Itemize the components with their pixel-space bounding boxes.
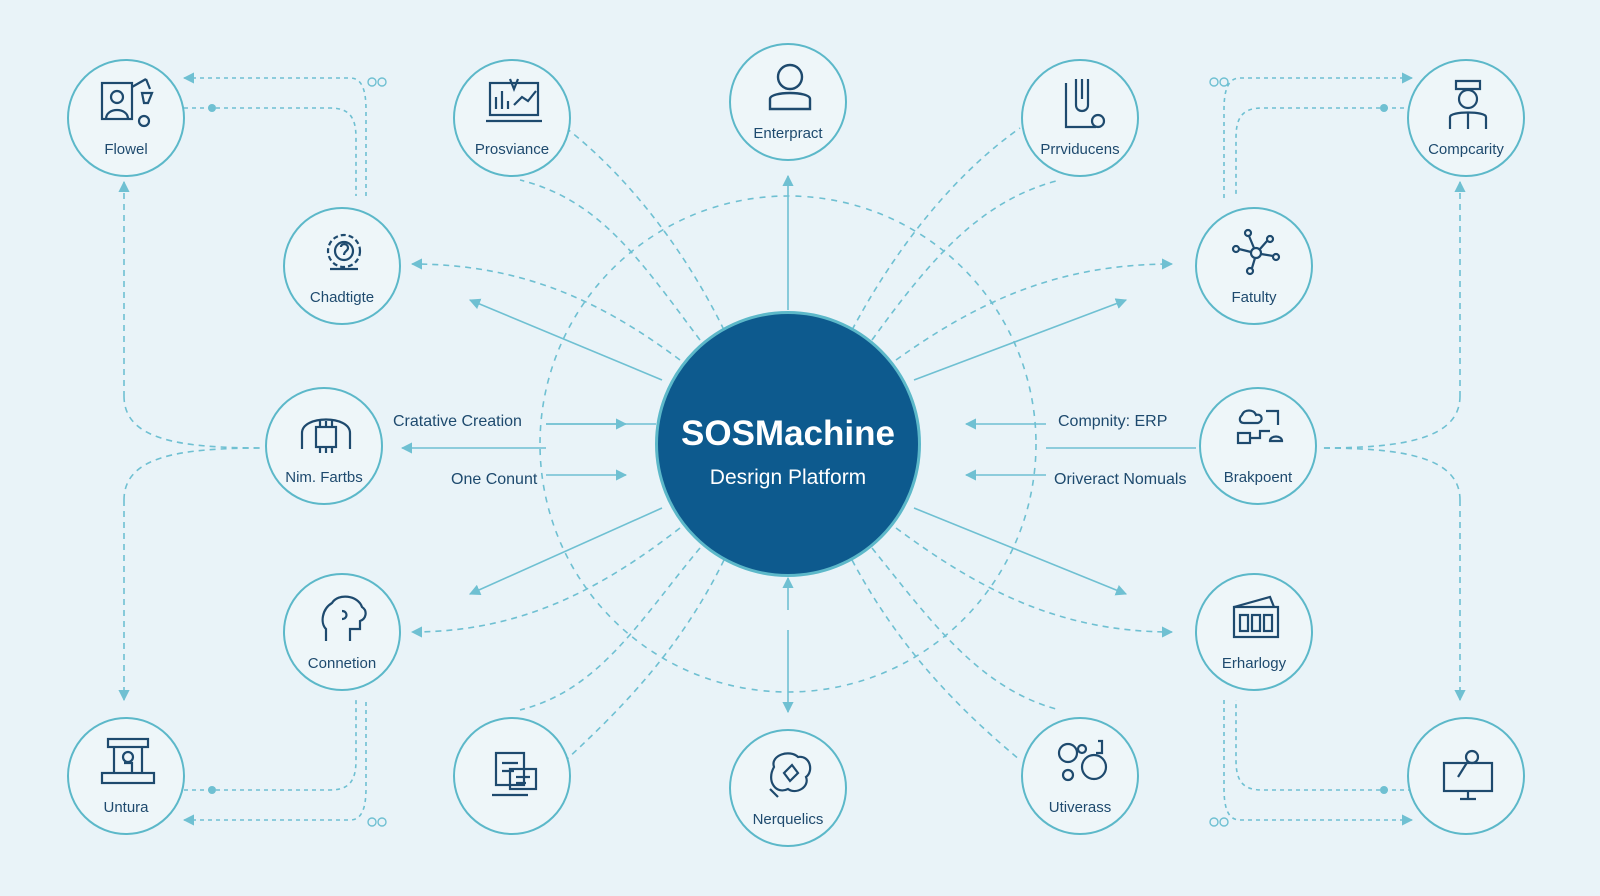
node-prosviance-label: Prosviance (474, 141, 550, 158)
node-enterpract[interactable]: Enterpract (729, 43, 847, 161)
worker-icon (1448, 79, 1488, 129)
hub-subtitle: Desrign Platform (709, 466, 867, 489)
gear-head-icon (326, 233, 362, 271)
arrow-erharlogy (913, 507, 1128, 596)
node-brakpoent[interactable]: Brakpoent (1199, 387, 1317, 505)
circles-icon (1057, 739, 1108, 782)
label-cratative-creation: Cratative Creation (393, 413, 522, 430)
node-flowel[interactable]: Flowel (67, 59, 185, 177)
node-connetion[interactable]: Connetion (283, 573, 401, 691)
brain-icon (769, 752, 812, 798)
node-connetion-label: Connetion (307, 655, 377, 672)
user-icon (768, 63, 812, 111)
node-chadtigte-label: Chadtigte (309, 289, 375, 306)
node-erharlogy[interactable]: Erharlogy (1195, 573, 1313, 691)
node-utiverass-label: Utiverass (1048, 799, 1112, 816)
arrow-fatulty (913, 298, 1128, 381)
node-chadtigte[interactable]: Chadtigte (283, 207, 401, 325)
network-icon (1231, 228, 1281, 276)
node-prrviducens[interactable]: Prrviducens (1021, 59, 1139, 177)
document-pen-icon (1064, 79, 1106, 129)
documents-icon (492, 751, 538, 797)
platform-hub[interactable]: SOSMachine Desrign Platform (655, 311, 921, 577)
node-untura[interactable]: Untura (67, 717, 185, 835)
arrow-chadtigte (468, 298, 663, 381)
monitor-pen-icon (1442, 749, 1494, 801)
arrow-connetion (468, 507, 663, 595)
node-monitor[interactable] (1407, 717, 1525, 835)
label-one-conunt: One Conunt (451, 471, 538, 488)
node-flowel-label: Flowel (104, 141, 148, 158)
node-utiverass[interactable]: Utiverass (1021, 717, 1139, 835)
chip-icon (300, 418, 352, 453)
node-nerquelics[interactable]: Nerquelics (729, 729, 847, 847)
node-fatulty[interactable]: Fatulty (1195, 207, 1313, 325)
node-erharlogy-label: Erharlogy (1221, 655, 1287, 672)
workbench-icon (100, 737, 156, 785)
label-oriveract-nomuals: Oriveract Nomuals (1054, 471, 1187, 488)
label-compnity-erp: Compnity: ERP (1058, 413, 1168, 430)
node-compcarity-label: Compcarity (1428, 141, 1504, 158)
node-enterpract-label: Enterpract (753, 125, 823, 142)
node-untura-label: Untura (103, 799, 149, 816)
node-fatulty-label: Fatulty (1231, 289, 1277, 306)
node-compcarity[interactable]: Compcarity (1407, 59, 1525, 177)
hub-title: SOSMachine (681, 414, 895, 453)
node-prosviance[interactable]: Prosviance (453, 59, 571, 177)
node-nim-fartbs-label: Nim. Fartbs (285, 469, 363, 486)
node-docs[interactable] (453, 717, 571, 835)
node-nerquelics-label: Nerquelics (752, 811, 824, 828)
node-brakpoent-label: Brakpoent (1223, 469, 1293, 486)
server-rack-icon (1232, 595, 1280, 639)
laptop-chart-icon (486, 78, 542, 123)
node-nim-fartbs[interactable]: Nim. Fartbs (265, 387, 383, 505)
cloud-flow-icon (1236, 409, 1284, 445)
head-puzzle-icon (321, 595, 367, 641)
node-prrviducens-label: Prrviducens (1040, 141, 1120, 158)
presenter-icon (100, 78, 154, 128)
